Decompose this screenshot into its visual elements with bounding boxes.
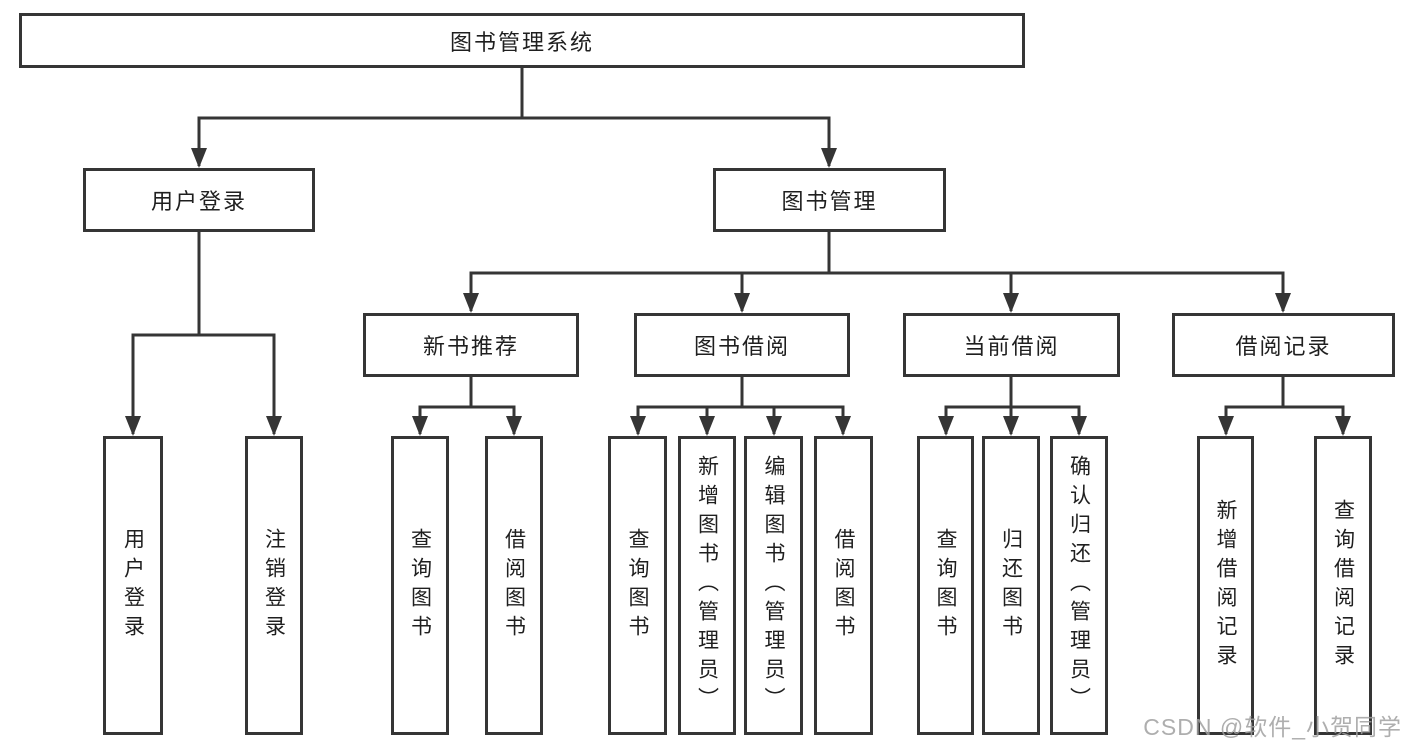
connector-user-login-branch	[131, 333, 276, 434]
leaf-bb-borrow-books: 借阅图书	[814, 436, 873, 735]
node-new-book-recommend: 新书推荐	[363, 313, 579, 377]
node-borrow-records: 借阅记录	[1172, 313, 1395, 377]
leaf-user-login: 用户登录	[103, 436, 163, 735]
node-borrow-records-label: 借阅记录	[1235, 334, 1332, 359]
node-new-book-recommend-label: 新书推荐	[422, 334, 519, 359]
leaf-cb-query-books-label: 查询图书	[934, 527, 957, 644]
node-current-borrow: 当前借阅	[903, 313, 1120, 377]
connector-level3-branch	[469, 271, 1285, 311]
leaf-nb-borrow-books-label: 借阅图书	[502, 527, 526, 644]
leaf-br-add-record: 新增借阅记录	[1197, 436, 1254, 735]
connector-borrow-records-branch	[1224, 405, 1345, 434]
leaf-bb-add-books-admin: 新增图书（管理员）	[678, 436, 736, 735]
node-current-borrow-label: 当前借阅	[963, 334, 1060, 359]
leaf-bb-borrow-books-label: 借阅图书	[832, 527, 855, 644]
leaf-cb-return-books: 归还图书	[982, 436, 1040, 735]
leaf-bb-add-books-admin-label: 新增图书（管理员）	[695, 455, 719, 716]
node-book-borrow: 图书借阅	[634, 313, 850, 377]
leaf-cb-confirm-return-admin-label: 确认归还（管理员）	[1067, 455, 1091, 716]
node-user-login-label: 用户登录	[150, 189, 247, 214]
watermark: CSDN @软件_小贺同学	[1143, 714, 1402, 740]
leaf-br-add-record-label: 新增借阅记录	[1214, 498, 1237, 673]
leaf-bb-edit-books-admin-label: 编辑图书（管理员）	[762, 455, 785, 716]
leaf-nb-query-books: 查询图书	[391, 436, 449, 735]
leaf-cb-confirm-return-admin: 确认归还（管理员）	[1050, 436, 1108, 735]
leaf-logout-label: 注销登录	[262, 527, 286, 644]
node-user-login: 用户登录	[83, 168, 315, 232]
leaf-bb-edit-books-admin: 编辑图书（管理员）	[744, 436, 803, 735]
connector-new-books-branch	[418, 405, 516, 434]
connector-level2-branch	[197, 116, 831, 166]
leaf-nb-query-books-label: 查询图书	[408, 527, 432, 644]
leaf-bb-query-books: 查询图书	[608, 436, 667, 735]
connector-book-borrow-branch	[636, 405, 845, 434]
leaf-cb-query-books: 查询图书	[917, 436, 974, 735]
leaf-nb-borrow-books: 借阅图书	[485, 436, 543, 735]
node-book-mgmt: 图书管理	[713, 168, 946, 232]
leaf-bb-query-books-label: 查询图书	[626, 527, 649, 644]
connector-current-borrow-branch	[944, 405, 1081, 434]
node-root-label: 图书管理系统	[449, 29, 594, 55]
leaf-logout: 注销登录	[245, 436, 303, 735]
node-book-mgmt-label: 图书管理	[781, 189, 878, 214]
leaf-cb-return-books-label: 归还图书	[999, 527, 1023, 644]
node-book-borrow-label: 图书借阅	[693, 334, 790, 359]
leaf-br-query-record-label: 查询借阅记录	[1331, 498, 1355, 673]
node-root: 图书管理系统	[19, 13, 1025, 68]
leaf-br-query-record: 查询借阅记录	[1314, 436, 1372, 735]
leaf-user-login-label: 用户登录	[121, 527, 145, 644]
